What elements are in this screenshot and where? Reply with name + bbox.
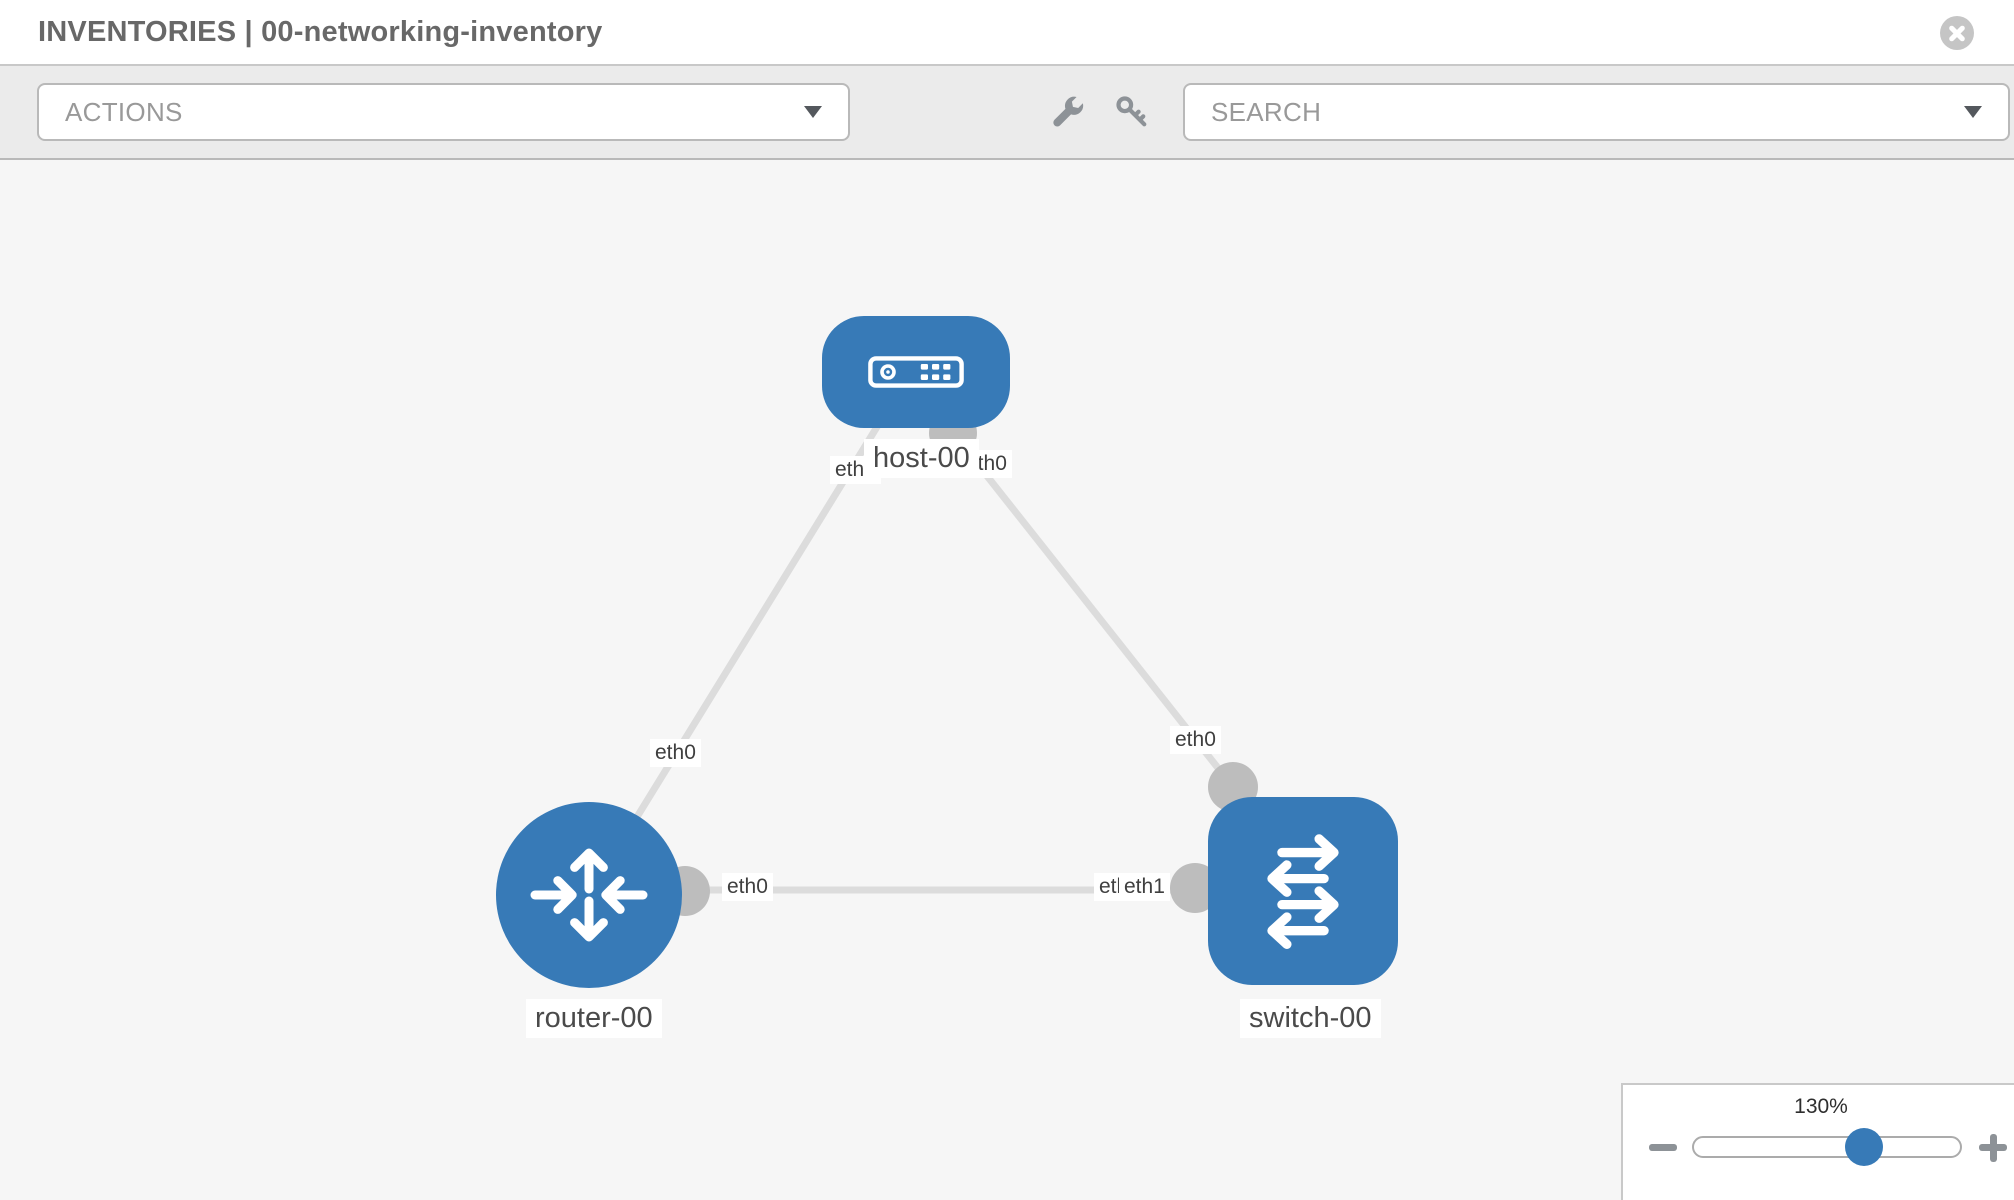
key-icon	[1116, 95, 1147, 126]
topology-links-layer	[586, 409, 1303, 916]
zoom-slider-track[interactable]	[1692, 1128, 1962, 1166]
chevron-down-icon	[1964, 106, 1982, 118]
node-switch-00[interactable]	[1208, 797, 1398, 985]
credentials-button[interactable]	[1112, 93, 1152, 133]
actions-dropdown[interactable]: ACTIONS	[37, 83, 850, 141]
node-label-switch-00: switch-00	[1240, 999, 1381, 1039]
interface-label: eth0	[1170, 726, 1221, 755]
close-button[interactable]	[1940, 16, 1974, 50]
interface-label: eth0	[650, 739, 701, 768]
node-label-host-00: host-00	[864, 439, 979, 479]
node-router-00[interactable]	[496, 802, 682, 988]
toolbar: ACTIONS SEARCH	[0, 66, 2014, 160]
page-title: INVENTORIES | 00-networking-inventory	[38, 15, 603, 48]
router-icon	[530, 848, 648, 942]
interface-label: eth0	[722, 873, 773, 902]
node-host-00[interactable]	[822, 316, 1010, 428]
tools-button[interactable]	[1048, 93, 1088, 133]
chevron-down-icon	[804, 106, 822, 118]
search-dropdown-label: SEARCH	[1211, 96, 1322, 127]
zoom-level: 130%	[1794, 1095, 1848, 1118]
header: INVENTORIES | 00-networking-inventory	[0, 0, 2014, 66]
interface-label: eth1	[1119, 873, 1170, 902]
interface-dot-switch-left	[1170, 863, 1220, 913]
zoom-out-button[interactable]	[1647, 1131, 1679, 1163]
close-icon	[1940, 16, 1974, 50]
zoom-control: 130%	[1621, 1083, 2014, 1200]
wrench-icon	[1053, 96, 1084, 126]
minus-icon	[1649, 1144, 1677, 1151]
switch-icon	[1267, 834, 1339, 949]
zoom-slider-handle[interactable]	[1845, 1128, 1884, 1166]
search-dropdown[interactable]: SEARCH	[1183, 83, 2010, 141]
node-label-router-00: router-00	[526, 999, 662, 1039]
topology-canvas[interactable]: eth0 eth1 eth0 eth0 eth0 eth0 eth0 host-…	[0, 160, 2014, 1200]
actions-dropdown-label: ACTIONS	[65, 96, 183, 127]
zoom-in-button[interactable]	[1977, 1131, 2009, 1163]
host-icon	[868, 356, 964, 388]
